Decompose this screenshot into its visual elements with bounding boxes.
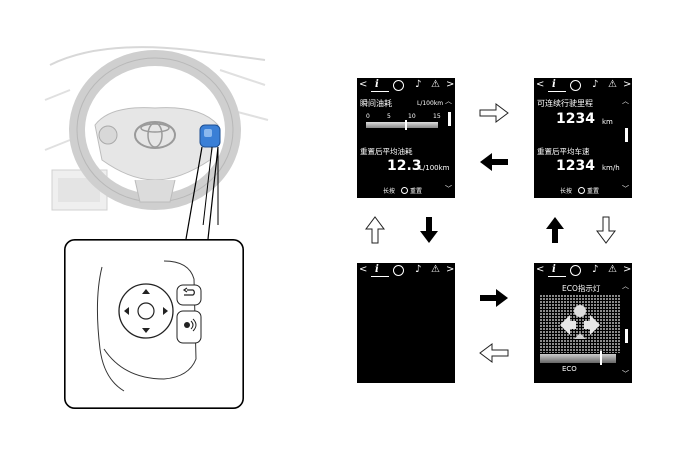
reset-hint-label: 长按 — [383, 188, 396, 195]
switch-callout-box — [64, 239, 244, 409]
tab-next-chevron[interactable]: > — [623, 264, 632, 275]
ok-button-icon — [578, 187, 585, 194]
tab-next-chevron[interactable]: > — [446, 264, 455, 275]
scrollbar[interactable] — [625, 128, 628, 142]
avg-fuel-value: 12.3 — [387, 158, 422, 174]
tab-info-icon[interactable]: i — [375, 264, 379, 275]
tab-prev-chevron[interactable]: < — [359, 79, 368, 90]
scale-tick-0: 0 — [366, 113, 370, 120]
scroll-up-indicator: ︿ — [622, 282, 629, 290]
steering-wheel-illustration — [44, 46, 269, 225]
scroll-up-indicator: ︿ — [622, 97, 629, 105]
tab-music-icon[interactable]: ♪ — [415, 264, 422, 275]
avg-speed-label: 重置后平均车速 — [537, 147, 590, 156]
display-range-speed: < i ♪ ⚠ > 可连续行驶里程 1234 km 重置后平均车速 1234 k… — [534, 78, 632, 198]
arrow-down-solid-left — [420, 217, 438, 243]
arrow-right-solid-bottom — [480, 289, 508, 307]
instant-fuel-needle — [405, 120, 407, 130]
instant-fuel-bar — [366, 122, 438, 128]
scale-tick-15: 15 — [433, 113, 441, 120]
tab-bar: < i ♪ ⚠ > — [534, 263, 632, 277]
display-eco: < i ♪ ⚠ > ECO指示灯 ECO ︿ ﹀ — [534, 263, 632, 383]
reset-hint-action: 重置 — [410, 188, 423, 195]
eco-title: ECO指示灯 — [562, 284, 601, 293]
eco-bar — [540, 354, 616, 363]
tab-bar: < i ♪ ⚠ > — [357, 263, 455, 277]
tab-prev-chevron[interactable]: < — [359, 264, 368, 275]
avg-speed-unit: km/h — [602, 164, 620, 172]
instant-fuel-unit: L/100km — [417, 100, 444, 107]
tab-next-chevron[interactable]: > — [623, 79, 632, 90]
scroll-down-indicator: ﹀ — [622, 370, 629, 378]
eco-bar-label: ECO — [562, 365, 577, 373]
range-value: 1234 — [556, 111, 595, 127]
ok-button-icon — [401, 187, 408, 194]
arrow-up-solid-right — [546, 217, 564, 243]
display-blank: < i ♪ ⚠ > — [357, 263, 455, 383]
tab-gauge-icon[interactable] — [570, 80, 581, 91]
reset-hint-label: 长按 — [560, 188, 573, 195]
tab-prev-chevron[interactable]: < — [536, 79, 545, 90]
avg-fuel-unit: L/100km — [419, 164, 450, 172]
tab-music-icon[interactable]: ♪ — [415, 79, 422, 90]
arrow-up-outline-left — [365, 216, 385, 244]
avg-fuel-label: 重置后平均油耗 — [360, 147, 413, 156]
arrow-left-solid-top — [480, 153, 508, 171]
tab-info-icon[interactable]: i — [375, 79, 379, 90]
tab-gauge-icon[interactable] — [570, 265, 581, 276]
tab-warning-icon[interactable]: ⚠ — [608, 264, 617, 275]
tab-bar: < i ♪ ⚠ > — [357, 78, 455, 92]
eco-bar-marker — [600, 351, 602, 365]
display-fuel-economy: < i ♪ ⚠ > 瞬间油耗 L/100km 0 5 10 15 重置后平均油耗… — [357, 78, 455, 198]
tab-prev-chevron[interactable]: < — [536, 264, 545, 275]
instant-fuel-label: 瞬间油耗 — [360, 99, 392, 108]
avg-speed-value: 1234 — [556, 158, 595, 174]
tab-music-icon[interactable]: ♪ — [592, 79, 599, 90]
arrow-down-outline-right — [596, 216, 616, 244]
tab-bar: < i ♪ ⚠ > — [534, 78, 632, 92]
scale-tick-10: 10 — [408, 113, 416, 120]
scroll-down-indicator: ﹀ — [622, 185, 629, 193]
tab-info-icon[interactable]: i — [552, 79, 556, 90]
scrollbar[interactable] — [625, 329, 628, 343]
scale-tick-5: 5 — [387, 113, 391, 120]
eco-indicator-graphic — [540, 295, 620, 353]
tab-gauge-icon[interactable] — [393, 265, 404, 276]
range-unit: km — [602, 118, 613, 126]
tab-gauge-icon[interactable] — [393, 80, 404, 91]
tab-warning-icon[interactable]: ⚠ — [431, 264, 440, 275]
scroll-up-indicator: ︿ — [445, 97, 452, 105]
tab-warning-icon[interactable]: ⚠ — [431, 79, 440, 90]
tab-info-icon[interactable]: i — [552, 264, 556, 275]
arrow-left-outline-bottom — [479, 343, 509, 363]
tab-music-icon[interactable]: ♪ — [592, 264, 599, 275]
arrow-right-outline-top — [479, 103, 509, 123]
scrollbar[interactable] — [448, 112, 451, 126]
reset-hint-action: 重置 — [587, 188, 600, 195]
tab-warning-icon[interactable]: ⚠ — [608, 79, 617, 90]
tab-next-chevron[interactable]: > — [446, 79, 455, 90]
scroll-down-indicator: ﹀ — [445, 185, 452, 193]
range-label: 可连续行驶里程 — [537, 99, 593, 108]
